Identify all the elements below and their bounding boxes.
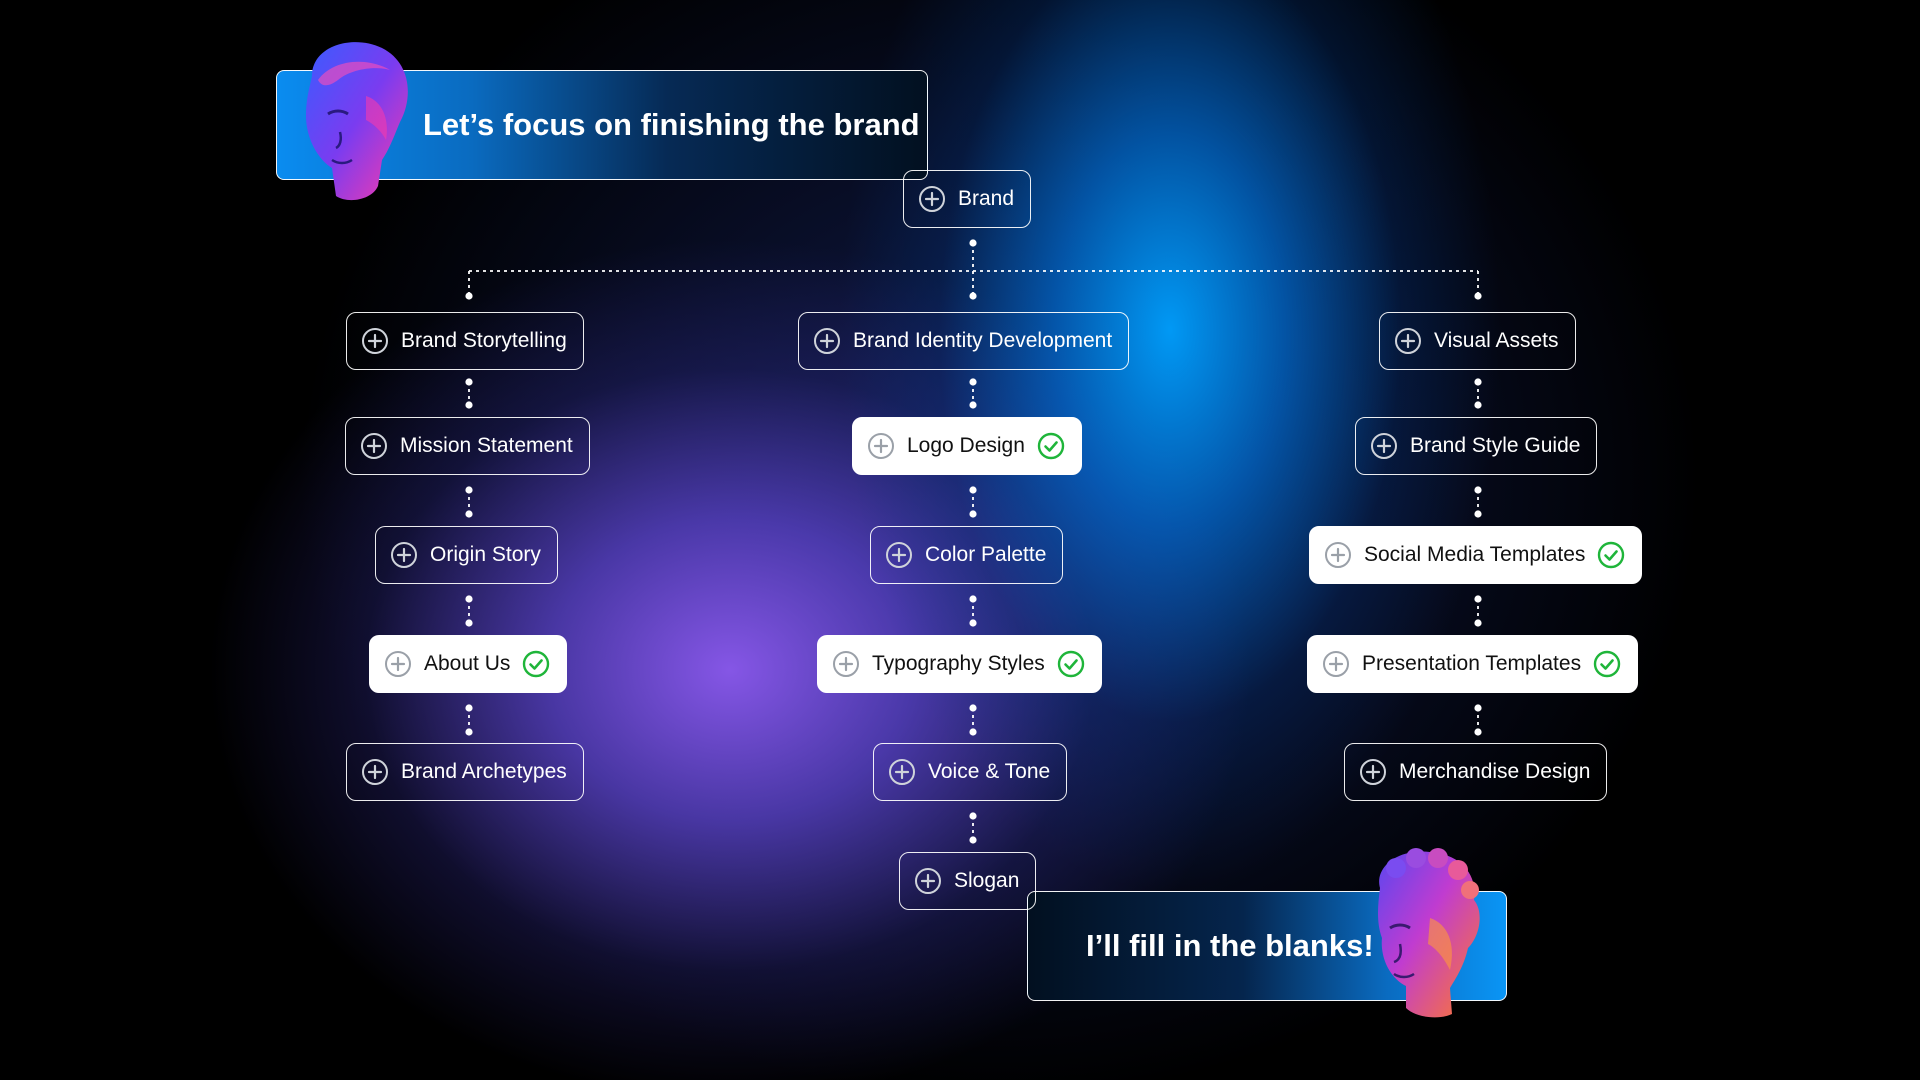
plus-circle-icon[interactable] bbox=[360, 432, 388, 460]
check-circle-icon bbox=[1037, 432, 1065, 460]
node-presentation-templates[interactable]: Presentation Templates bbox=[1307, 635, 1639, 693]
node-label: Slogan bbox=[954, 869, 1020, 892]
node-label: Voice & Tone bbox=[928, 760, 1051, 783]
plus-circle-icon[interactable] bbox=[1370, 432, 1398, 460]
node-slogan[interactable]: Slogan bbox=[899, 852, 1037, 910]
node-visual-assets[interactable]: Visual Assets bbox=[1379, 312, 1576, 370]
statue-head-male-icon bbox=[1378, 848, 1480, 1018]
node-brand[interactable]: Brand bbox=[903, 170, 1032, 228]
plus-circle-icon[interactable] bbox=[1359, 758, 1387, 786]
node-label: Logo Design bbox=[907, 434, 1025, 457]
node-label: Mission Statement bbox=[400, 434, 573, 457]
node-brand-identity-development[interactable]: Brand Identity Development bbox=[798, 312, 1130, 370]
statue-head-female-icon bbox=[306, 42, 408, 201]
node-label: Social Media Templates bbox=[1364, 543, 1586, 566]
plus-circle-icon[interactable] bbox=[918, 185, 946, 213]
node-label: Brand Archetypes bbox=[401, 760, 567, 783]
plus-circle-icon[interactable] bbox=[1322, 650, 1350, 678]
plus-circle-icon[interactable] bbox=[361, 758, 389, 786]
plus-circle-icon[interactable] bbox=[867, 432, 895, 460]
speech-bubble-top-text: Let’s focus on finishing the brand bbox=[423, 107, 920, 142]
plus-circle-icon[interactable] bbox=[885, 541, 913, 569]
node-label: Brand Style Guide bbox=[1410, 434, 1581, 457]
node-merchandise-design[interactable]: Merchandise Design bbox=[1344, 743, 1608, 801]
plus-circle-icon[interactable] bbox=[813, 327, 841, 355]
node-mission-statement[interactable]: Mission Statement bbox=[345, 417, 590, 475]
node-typography-styles[interactable]: Typography Styles bbox=[817, 635, 1102, 693]
node-color-palette[interactable]: Color Palette bbox=[870, 526, 1064, 584]
plus-circle-icon[interactable] bbox=[914, 867, 942, 895]
node-label: Brand bbox=[958, 187, 1015, 210]
node-voice-and-tone[interactable]: Voice & Tone bbox=[873, 743, 1068, 801]
node-label: Color Palette bbox=[925, 543, 1047, 566]
node-origin-story[interactable]: Origin Story bbox=[375, 526, 558, 584]
plus-circle-icon[interactable] bbox=[1394, 327, 1422, 355]
node-logo-design[interactable]: Logo Design bbox=[852, 417, 1082, 475]
node-label: Visual Assets bbox=[1434, 329, 1559, 352]
plus-circle-icon[interactable] bbox=[390, 541, 418, 569]
node-brand-storytelling[interactable]: Brand Storytelling bbox=[346, 312, 584, 370]
plus-circle-icon[interactable] bbox=[361, 327, 389, 355]
plus-circle-icon[interactable] bbox=[1324, 541, 1352, 569]
node-label: Merchandise Design bbox=[1399, 760, 1591, 783]
node-brand-archetypes[interactable]: Brand Archetypes bbox=[346, 743, 584, 801]
node-label: Origin Story bbox=[430, 543, 541, 566]
node-social-media-templates[interactable]: Social Media Templates bbox=[1309, 526, 1643, 584]
check-circle-icon bbox=[1593, 650, 1621, 678]
speech-bubble-bottom-text: I’ll fill in the blanks! bbox=[1086, 928, 1374, 963]
check-circle-icon bbox=[1057, 650, 1084, 678]
node-label: About Us bbox=[424, 652, 511, 675]
node-label: Presentation Templates bbox=[1362, 652, 1582, 675]
node-brand-style-guide[interactable]: Brand Style Guide bbox=[1355, 417, 1598, 475]
node-about-us[interactable]: About Us bbox=[369, 635, 568, 693]
plus-circle-icon[interactable] bbox=[384, 650, 412, 678]
plus-circle-icon[interactable] bbox=[888, 758, 916, 786]
node-label: Typography Styles bbox=[872, 652, 1045, 675]
node-label: Brand Identity Development bbox=[853, 329, 1113, 352]
plus-circle-icon[interactable] bbox=[832, 650, 860, 678]
check-circle-icon bbox=[523, 650, 550, 678]
check-circle-icon bbox=[1598, 541, 1625, 569]
node-label: Brand Storytelling bbox=[401, 329, 567, 352]
